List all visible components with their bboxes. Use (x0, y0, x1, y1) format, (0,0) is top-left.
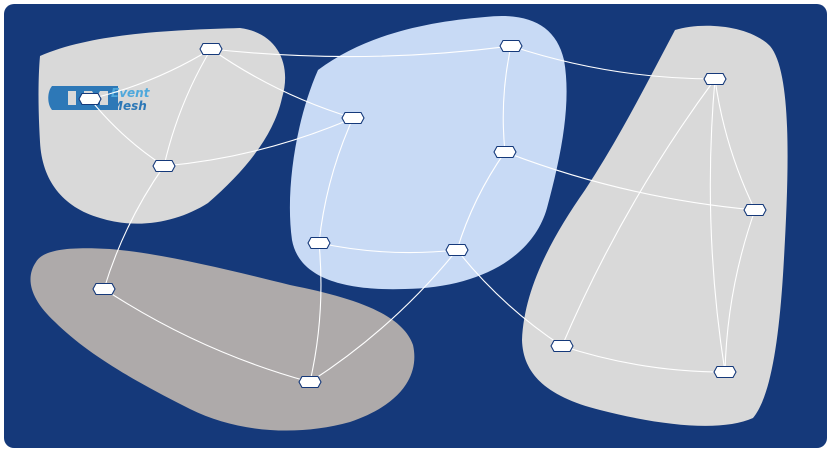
link-n10-n13 (456, 249, 563, 347)
link-n3-n6 (163, 117, 354, 167)
mesh-node-n12-icon[interactable] (743, 203, 767, 217)
link-layer (89, 45, 756, 383)
link-n13-n14 (561, 345, 726, 373)
logo-word-mesh: Mesh (111, 99, 147, 113)
link-n2-n7 (210, 45, 512, 58)
mesh-node-n1-icon[interactable] (78, 92, 102, 106)
link-n11-n13 (561, 78, 716, 347)
mesh-node-n4-icon[interactable] (92, 282, 116, 296)
mesh-node-n6-icon[interactable] (341, 111, 365, 125)
region-top-left (38, 28, 286, 224)
link-n7-n8 (502, 45, 512, 153)
link-n2-n3 (163, 48, 212, 167)
mesh-node-n5-icon[interactable] (298, 375, 322, 389)
region-right (522, 25, 788, 426)
link-n8-n12 (504, 151, 756, 211)
mesh-node-n10-icon[interactable] (445, 243, 469, 257)
mesh-node-n9-icon[interactable] (307, 236, 331, 250)
mesh-node-n14-icon[interactable] (713, 365, 737, 379)
link-n11-n14 (709, 78, 726, 373)
link-n5-n9 (309, 242, 322, 383)
link-n1-n2 (89, 48, 212, 100)
link-n5-n10 (309, 249, 458, 383)
logo-word-event: Event (111, 86, 151, 100)
mesh-node-n8-icon[interactable] (493, 145, 517, 159)
region-center (289, 15, 567, 290)
link-n3-n4 (103, 165, 165, 290)
link-n1-n3 (89, 98, 165, 167)
link-n9-n10 (318, 242, 458, 254)
link-n6-n9 (318, 117, 354, 244)
link-n2-n6 (210, 48, 354, 119)
link-n12-n14 (724, 209, 756, 373)
mesh-node-n3-icon[interactable] (152, 159, 176, 173)
mesh-node-n11-icon[interactable] (703, 72, 727, 86)
node-layer (78, 39, 767, 389)
link-n4-n5 (103, 288, 311, 383)
mesh-node-n2-icon[interactable] (199, 42, 223, 56)
link-n7-n11 (510, 45, 716, 80)
link-n11-n12 (714, 78, 756, 211)
link-n8-n10 (456, 151, 506, 251)
mesh-node-n13-icon[interactable] (550, 339, 574, 353)
mesh-node-n7-icon[interactable] (499, 39, 523, 53)
